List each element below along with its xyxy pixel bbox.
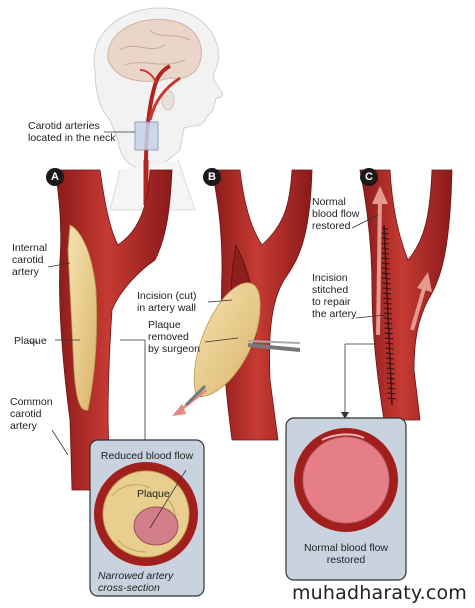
- label-common-carotid: Common carotid artery: [10, 396, 53, 432]
- badge-a: A: [46, 168, 64, 186]
- label-internal-carotid: Internal carotid artery: [12, 242, 48, 278]
- inset-normal: [285, 417, 407, 581]
- label-incision-cut: Incision (cut) in artery wall: [137, 290, 197, 314]
- watermark: muhadharaty.com: [291, 582, 467, 604]
- head-outline: [93, 7, 223, 211]
- inset-narrowed: [89, 439, 205, 597]
- label-incision-stitched: Incision stitched to repair the artery: [312, 272, 357, 320]
- pointer-arrow: [341, 412, 349, 419]
- label-plaque-removed: Plaque removed by surgeon: [148, 319, 200, 355]
- suture-line: [383, 224, 393, 406]
- plaque-deposit: [67, 224, 98, 411]
- label-normal-flow-inset: Normal blood flow restored: [303, 542, 389, 566]
- label-normal-flow-top: Normal blood flow restored: [312, 196, 360, 232]
- flow-arrow-main: [376, 199, 382, 336]
- neck-highlight-box: [134, 121, 159, 151]
- artery-panel-a: [54, 169, 173, 491]
- label-reduced-flow: Reduced blood flow: [100, 450, 194, 462]
- artery-panel-c: [359, 169, 453, 421]
- leader-lines: [30, 214, 387, 456]
- flow-arrow-branch: [410, 284, 427, 331]
- badge-b: B: [203, 168, 221, 186]
- label-plaque-inset: Plaque: [137, 488, 170, 500]
- narrowed-lumen: [133, 506, 179, 546]
- badge-c: C: [360, 168, 378, 186]
- label-plaque: Plaque: [14, 335, 47, 347]
- forceps-icon: [184, 340, 301, 407]
- label-narrowed-cross-section: Narrowed artery cross-section: [98, 570, 174, 594]
- suture-stitches: [380, 227, 396, 400]
- label-carotid-location: Carotid arteries located in the neck: [28, 120, 116, 144]
- normal-lumen: [302, 436, 390, 524]
